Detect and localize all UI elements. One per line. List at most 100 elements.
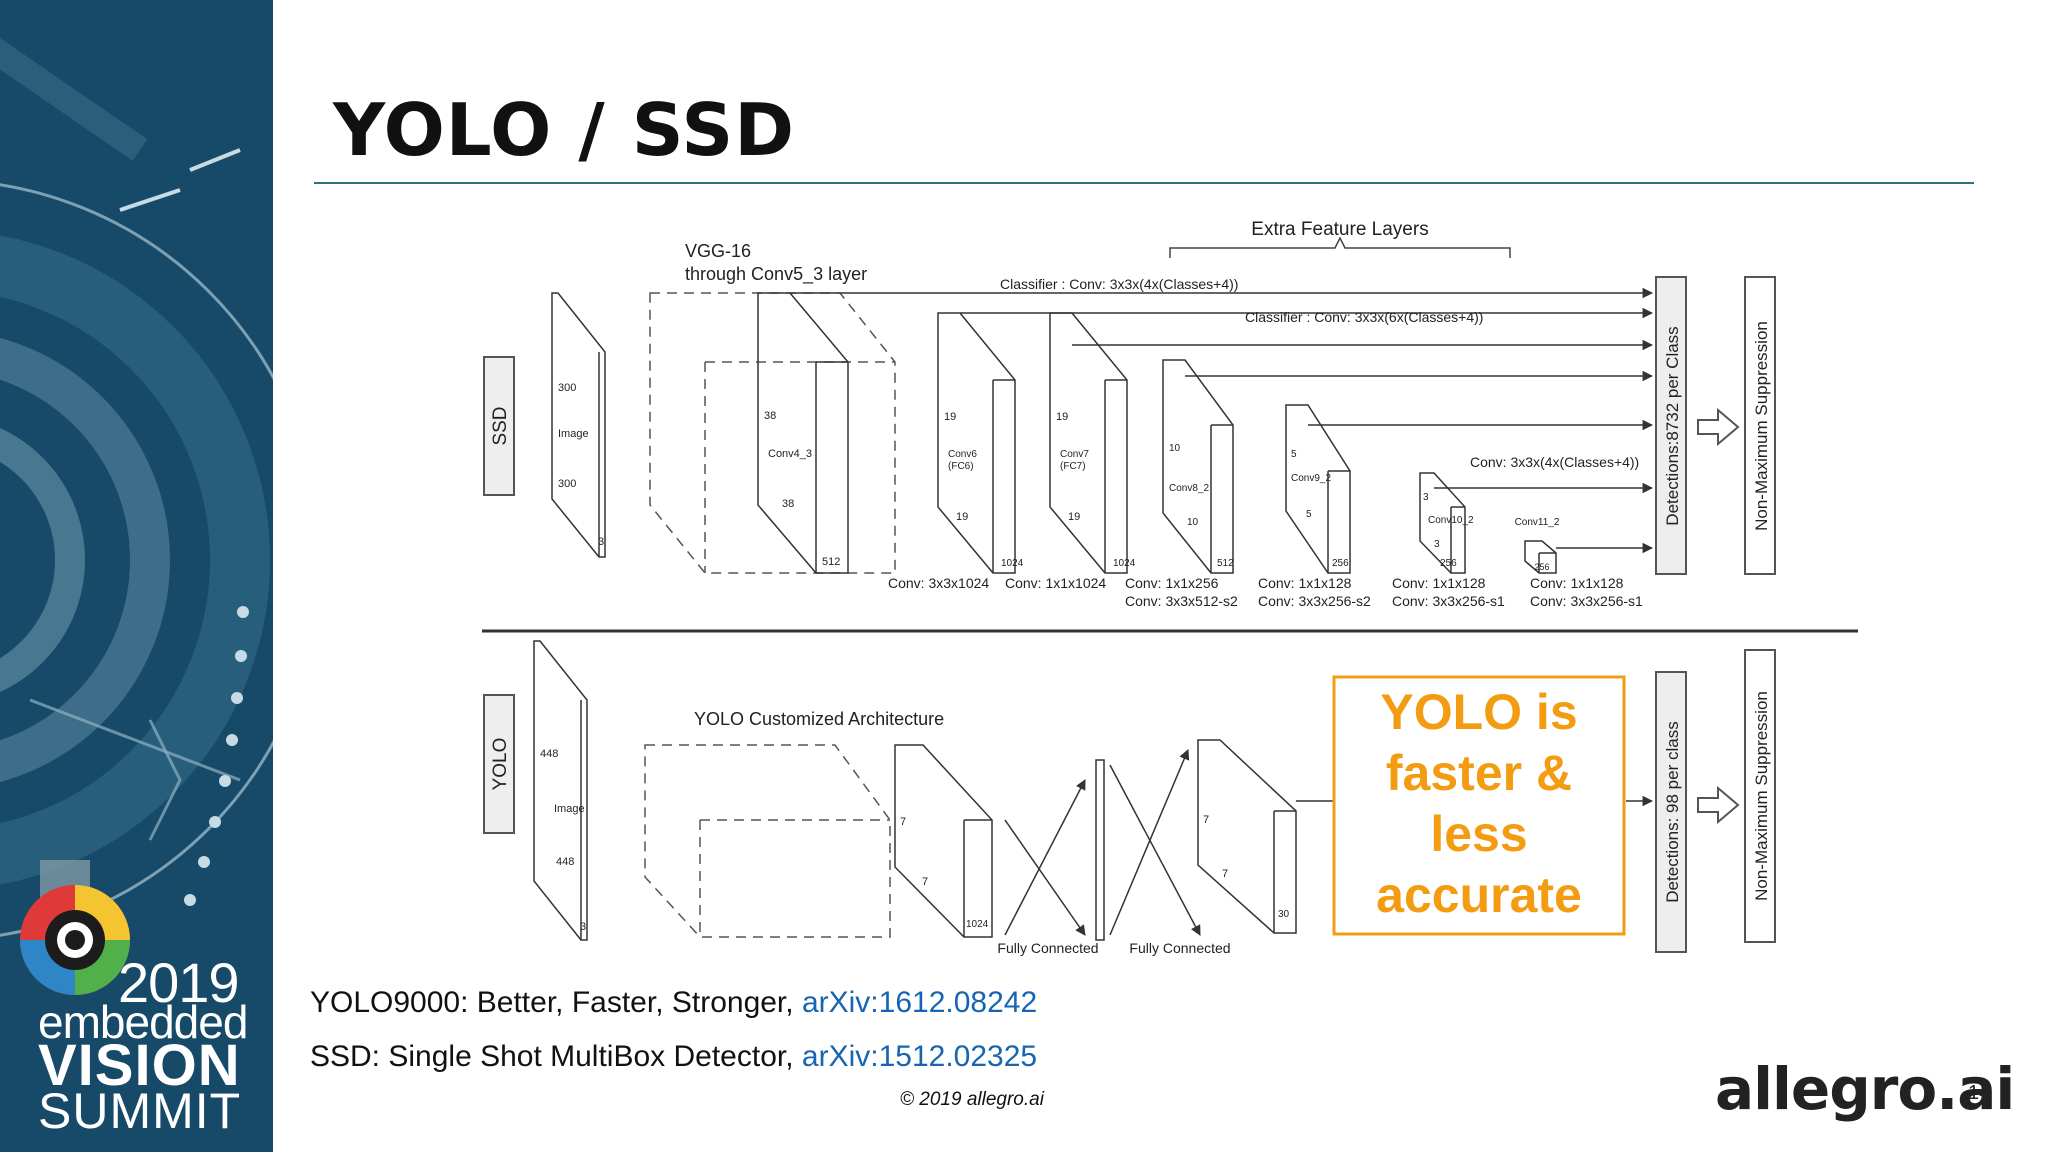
yolo-image-name: Image xyxy=(554,803,585,815)
conv8-2-width: 10 xyxy=(1169,443,1181,454)
conv6-height: 19 xyxy=(956,511,968,523)
callout-line-4: accurate xyxy=(1376,867,1582,923)
conv4-3-depth: 512 xyxy=(822,556,840,568)
yolo-dashed-box xyxy=(644,744,891,938)
conv10-2-depth: 256 xyxy=(1440,558,1457,569)
op-label-3: Conv: 1x1x256 xyxy=(1125,575,1219,591)
vgg-label-1: VGG-16 xyxy=(685,241,751,261)
yolo-block-2 xyxy=(1197,739,1297,934)
ssd-row-label: SSD xyxy=(490,406,511,445)
conv9-2-width: 5 xyxy=(1291,449,1297,460)
ssd-detections-box xyxy=(1655,276,1687,575)
op-label-8: Conv: 3x3x256-s1 xyxy=(1392,593,1505,609)
sidebar-arcs-graphic xyxy=(0,37,273,995)
conv10-2-width: 3 xyxy=(1423,492,1429,503)
ssd-arrow-icon xyxy=(1697,407,1740,447)
slide-title: YOLO / SSD xyxy=(333,88,795,172)
yolo-input-image-block xyxy=(533,640,588,941)
conv8-2-depth: 512 xyxy=(1217,558,1234,569)
reference-yolo9000: YOLO9000: Better, Faster, Stronger, arXi… xyxy=(310,986,1037,1020)
yolo-arrow-icon xyxy=(1697,785,1740,825)
conv6-name-1: Conv6 xyxy=(948,449,977,460)
yolo-detections-label: Detections: 98 per class xyxy=(1663,721,1682,902)
yolo-nms-label: Non-Maximum Suppression xyxy=(1752,691,1771,901)
conv11-2-block xyxy=(1524,540,1557,574)
classifier-label-1: Classifier : Conv: 3x3x(4x(Classes+4)) xyxy=(1000,276,1238,292)
conv4-3-name: Conv4_3 xyxy=(768,448,812,460)
conv9-2-block xyxy=(1285,404,1351,574)
summit-embedded: embedded xyxy=(38,996,248,1048)
op-label-2: Conv: 1x1x1024 xyxy=(1005,575,1106,591)
ssd-image-height: 300 xyxy=(558,478,576,490)
fc-label-2: Fully Connected xyxy=(1129,940,1230,956)
op-label-4: Conv: 3x3x512-s2 xyxy=(1125,593,1238,609)
fc-label-1: Fully Connected xyxy=(997,940,1098,956)
conv7-name-2: (FC7) xyxy=(1060,461,1086,472)
conv6-depth: 1024 xyxy=(1001,558,1024,569)
reference-yolo9000-link[interactable]: arXiv:1612.08242 xyxy=(801,986,1038,1019)
conv4-3-width: 38 xyxy=(764,410,776,422)
yolo-block-1 xyxy=(894,744,993,938)
conv7-height: 19 xyxy=(1068,511,1080,523)
op-label-5: Conv: 1x1x128 xyxy=(1258,575,1352,591)
reference-ssd-link[interactable]: arXiv:1512.02325 xyxy=(801,1040,1038,1073)
reference-ssd-text: SSD: Single Shot MultiBox Detector, xyxy=(310,1040,802,1073)
reference-yolo9000-text: YOLO9000: Better, Faster, Stronger, xyxy=(310,986,802,1019)
allegro-logo: allegro.ai xyxy=(1715,1055,2015,1123)
copyright-notice: © 2019 allegro.ai xyxy=(900,1089,1044,1110)
conv6-block xyxy=(937,312,1016,574)
conv9-2-name: Conv9_2 xyxy=(1291,473,1331,484)
yolo-block2-height: 7 xyxy=(1222,868,1228,880)
conv7-width: 19 xyxy=(1056,411,1068,423)
reference-ssd: SSD: Single Shot MultiBox Detector, arXi… xyxy=(310,1040,1037,1074)
yolo-row-label: YOLO xyxy=(490,738,511,791)
callout-line-2: faster & xyxy=(1386,745,1572,801)
conv6-name-2: (FC6) xyxy=(948,461,974,472)
summit-vision: VISION xyxy=(38,1033,241,1098)
yolo-image-depth: 3 xyxy=(580,921,586,933)
conv7-depth: 1024 xyxy=(1113,558,1136,569)
conv7-block xyxy=(1049,312,1128,574)
conv6-width: 19 xyxy=(944,411,956,423)
conv8-2-block xyxy=(1162,359,1234,574)
classifier-label-3: Conv: 3x3x(4x(Classes+4)) xyxy=(1470,454,1639,470)
vgg-dashed-box xyxy=(649,292,896,574)
yolo-callout-box xyxy=(1332,675,1626,936)
conv4-3-block xyxy=(757,292,849,574)
yolo-row-label-box xyxy=(483,694,515,834)
conv10-2-block xyxy=(1419,472,1466,574)
fc-layer-bar xyxy=(1095,759,1105,941)
yolo-nms-box xyxy=(1744,649,1776,943)
yolo-block1-height: 7 xyxy=(922,876,928,888)
ssd-image-name: Image xyxy=(558,428,589,440)
callout-line-1: YOLO is xyxy=(1380,684,1577,740)
conv7-name-1: Conv7 xyxy=(1060,449,1089,460)
yolo-image-width: 448 xyxy=(540,748,558,760)
vgg-label-2: through Conv5_3 layer xyxy=(685,264,867,285)
conv10-2-name: Conv10_2 xyxy=(1428,515,1474,526)
yolo-block1-width: 7 xyxy=(900,816,906,828)
extra-feature-bracket xyxy=(1169,236,1511,258)
conv4-3-height: 38 xyxy=(782,498,794,510)
op-label-10: Conv: 3x3x256-s1 xyxy=(1530,593,1643,609)
ssd-op-labels: Conv: 3x3x1024 Conv: 1x1x1024 Conv: 1x1x… xyxy=(888,575,1643,609)
ssd-yolo-architecture-diagram: SSD Extra Feature Layers VGG-16 through … xyxy=(482,219,1858,956)
yolo-block2-depth: 30 xyxy=(1278,909,1290,920)
ssd-row-label-box xyxy=(483,356,515,496)
ssd-image-width: 300 xyxy=(558,382,576,394)
conv9-2-depth: 256 xyxy=(1332,558,1349,569)
title-underline xyxy=(314,182,1974,184)
ssd-nms-box xyxy=(1744,276,1776,575)
sidebar-decoration: 2019 embedded VISION SUMMIT xyxy=(0,0,273,1152)
op-label-7: Conv: 1x1x128 xyxy=(1392,575,1486,591)
classifier-label-2: Classifier : Conv: 3x3x(6x(Classes+4)) xyxy=(1245,309,1483,325)
yolo-image-height: 448 xyxy=(556,856,574,868)
op-label-6: Conv: 3x3x256-s2 xyxy=(1258,593,1371,609)
ssd-detections-label: Detections:8732 per Class xyxy=(1663,326,1682,525)
op-label-1: Conv: 3x3x1024 xyxy=(888,575,989,591)
ssd-image-depth: 3 xyxy=(598,536,604,548)
summit-year: 2019 xyxy=(118,951,240,1014)
yolo-detections-box xyxy=(1655,671,1687,953)
ssd-nms-label: Non-Maximum Suppression xyxy=(1752,321,1771,531)
callout-line-3: less xyxy=(1430,806,1527,862)
